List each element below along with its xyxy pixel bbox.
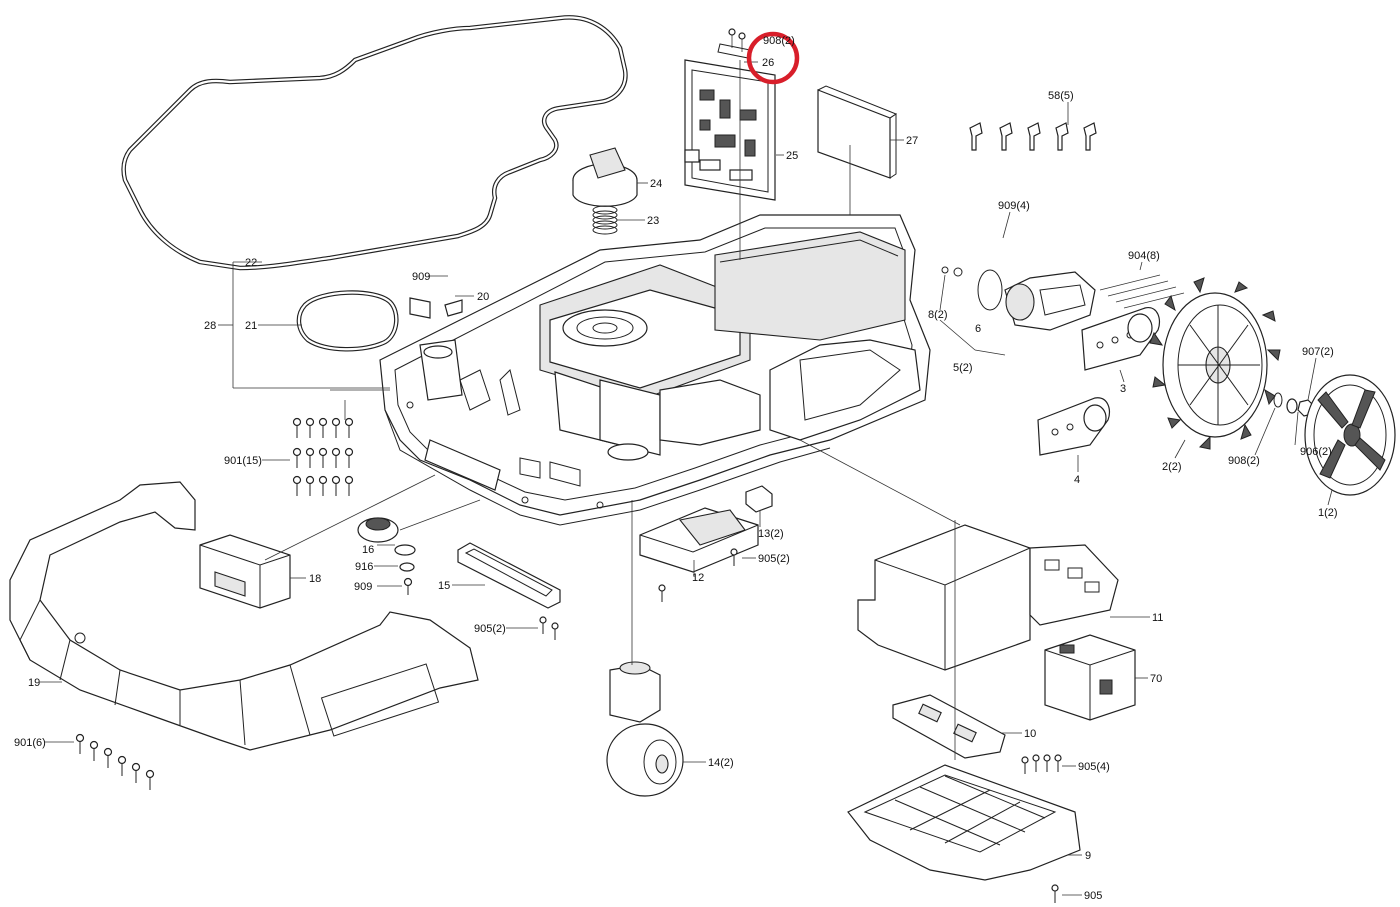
motor-assembly xyxy=(941,266,1185,456)
part-16-group xyxy=(357,517,416,595)
screw-905-d xyxy=(1051,884,1059,903)
label-23: 23 xyxy=(647,215,659,227)
label-28: 28 xyxy=(204,320,216,332)
label-905-a: 905(2) xyxy=(758,553,790,565)
cover-27 xyxy=(817,85,898,179)
label-24: 24 xyxy=(650,178,662,190)
label-909-b: 909 xyxy=(354,581,372,593)
screws-901-6 xyxy=(75,733,155,790)
label-3: 3 xyxy=(1120,383,1126,395)
gasket-22 xyxy=(121,15,628,271)
block-18 xyxy=(199,534,291,609)
clips-58 xyxy=(969,122,1097,151)
label-18: 18 xyxy=(309,573,321,585)
screws-901-15 xyxy=(292,417,354,496)
label-15: 15 xyxy=(438,580,450,592)
label-909-a: 909 xyxy=(412,271,430,283)
label-58: 58(5) xyxy=(1048,90,1074,102)
label-8: 8(2) xyxy=(928,309,948,321)
label-905-d: 905 xyxy=(1084,890,1102,902)
label-22: 22 xyxy=(245,257,257,269)
label-leaders xyxy=(40,61,1333,896)
bumper-19 xyxy=(9,481,479,751)
label-916: 916 xyxy=(355,561,373,573)
screws-905-c xyxy=(1021,754,1062,774)
label-904: 904(8) xyxy=(1128,250,1160,262)
label-905-b: 905(2) xyxy=(474,623,506,635)
spring-23 xyxy=(592,205,618,235)
label-12: 12 xyxy=(692,572,704,584)
label-27: 27 xyxy=(906,135,918,147)
knob-24 xyxy=(572,147,638,207)
label-21: 21 xyxy=(245,320,257,332)
label-19: 19 xyxy=(28,677,40,689)
drive-wheel-2 xyxy=(1149,277,1281,450)
label-6: 6 xyxy=(975,323,981,335)
gasket-21 xyxy=(296,290,399,352)
label-14: 14(2) xyxy=(708,757,734,769)
label-908-b: 908(2) xyxy=(1228,455,1260,467)
highlight-circle xyxy=(746,31,800,85)
label-908-top: 908(2) xyxy=(763,35,795,47)
label-13: 13(2) xyxy=(758,528,784,540)
label-1: 1(2) xyxy=(1318,507,1338,519)
part-13 xyxy=(745,485,773,513)
label-16: 16 xyxy=(362,544,374,556)
label-10: 10 xyxy=(1024,728,1036,740)
label-901-15: 901(15) xyxy=(224,455,262,467)
label-20: 20 xyxy=(477,291,489,303)
pcb-25 xyxy=(684,28,776,201)
assembly-lines xyxy=(232,60,1006,760)
screws-905-a xyxy=(539,548,738,640)
label-901-6: 901(6) xyxy=(14,737,46,749)
tray-15 xyxy=(457,542,561,609)
label-2: 2(2) xyxy=(1162,461,1182,473)
label-906: 906(2) xyxy=(1300,446,1332,458)
main-chassis xyxy=(379,214,931,526)
plate-10 xyxy=(892,694,1006,759)
part-12 xyxy=(639,507,759,573)
label-25: 25 xyxy=(786,150,798,162)
label-70: 70 xyxy=(1150,673,1162,685)
label-9: 9 xyxy=(1085,850,1091,862)
label-907: 907(2) xyxy=(1302,346,1334,358)
battery-70 xyxy=(1044,634,1136,721)
housing-11 xyxy=(857,524,1119,671)
hubcap-1 xyxy=(1304,374,1396,496)
part-labels: 26 908(2) 25 27 24 23 58(5) 909(4) 904(8… xyxy=(14,35,1338,902)
label-4: 4 xyxy=(1074,474,1080,486)
label-905-c: 905(4) xyxy=(1078,761,1110,773)
label-5: 5(2) xyxy=(953,362,973,374)
caster-14 xyxy=(606,661,684,797)
label-26: 26 xyxy=(762,57,774,69)
label-909-4: 909(4) xyxy=(998,200,1030,212)
label-11: 11 xyxy=(1152,612,1163,624)
cover-9 xyxy=(847,764,1081,881)
